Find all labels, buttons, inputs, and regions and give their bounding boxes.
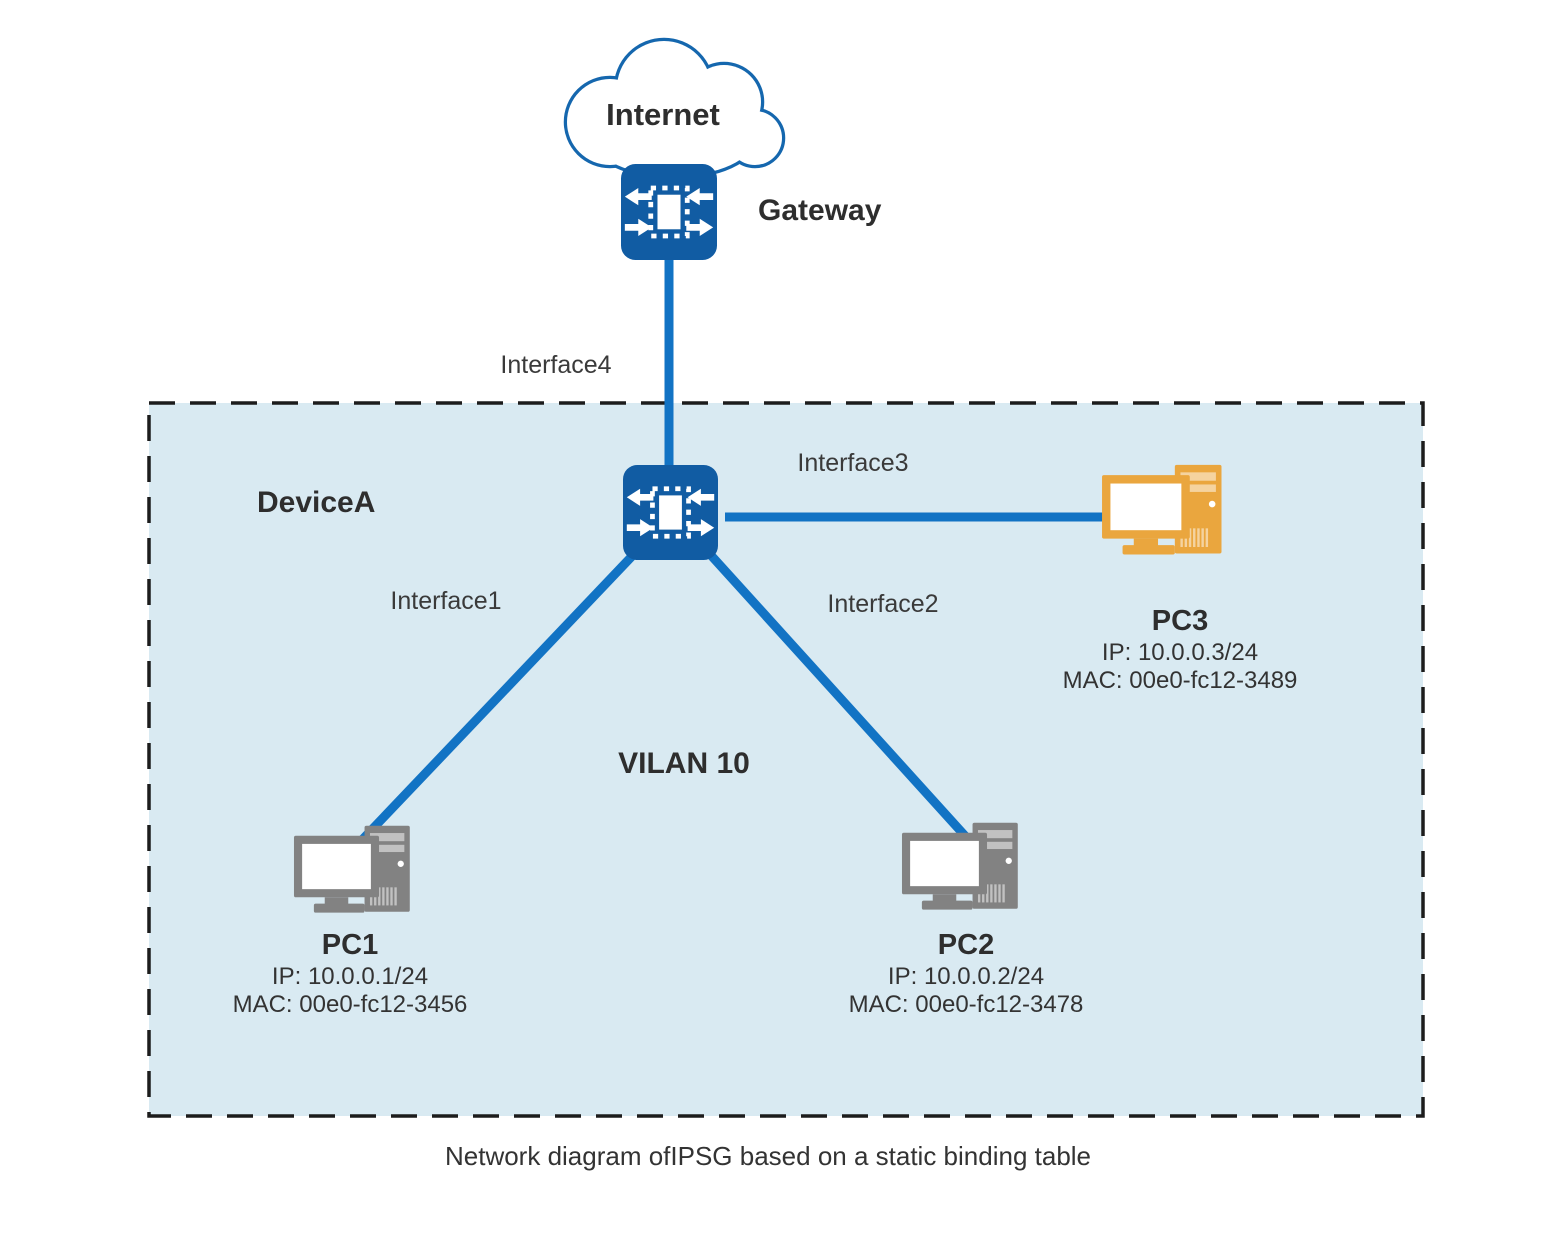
- pc1-ip: IP: 10.0.0.1/24: [271, 963, 429, 990]
- link-devicea-pc2: [704, 548, 971, 842]
- pc1-label-block: PC1 IP: 10.0.0.1/24 MAC: 00e0-fc12-3456: [233, 928, 468, 1019]
- interface3-label: Interface3: [797, 449, 909, 477]
- pc3-computer-icon: [1102, 464, 1222, 555]
- vlan-label: VILAN 10: [618, 747, 750, 780]
- gateway-label: Gateway: [758, 194, 882, 227]
- link-devicea-pc1: [358, 548, 640, 844]
- pc1-mac: MAC: 00e0-fc12-3456: [232, 991, 468, 1018]
- interface4-label: Interface4: [500, 351, 612, 379]
- interface1-label: Interface1: [390, 587, 502, 615]
- pc2-name: PC2: [937, 929, 995, 961]
- pc1-name: PC1: [321, 929, 379, 961]
- pc1-computer-icon: [293, 825, 410, 913]
- pc2-label-block: PC2 IP: 10.0.0.2/24 MAC: 00e0-fc12-3478: [849, 928, 1084, 1019]
- pc2-mac: MAC: 00e0-fc12-3478: [848, 991, 1084, 1018]
- pc3-ip: IP: 10.0.0.3/24: [1101, 639, 1259, 666]
- internet-label: Internet: [606, 97, 720, 132]
- gateway-switch-icon: [621, 164, 717, 260]
- pc2-computer-icon: [901, 822, 1018, 910]
- devicea-switch-icon: [623, 465, 718, 560]
- pc3-name: PC3: [1151, 605, 1209, 637]
- devicea-label: DeviceA: [257, 486, 376, 519]
- pc3-label-block: PC3 IP: 10.0.0.3/24 MAC: 00e0-fc12-3489: [1063, 604, 1298, 695]
- pc3-mac: MAC: 00e0-fc12-3489: [1062, 667, 1298, 694]
- interface2-label: Interface2: [827, 590, 939, 618]
- pc2-ip: IP: 10.0.0.2/24: [887, 963, 1045, 990]
- diagram-caption: Network diagram ofIPSG based on a static…: [444, 1141, 1092, 1171]
